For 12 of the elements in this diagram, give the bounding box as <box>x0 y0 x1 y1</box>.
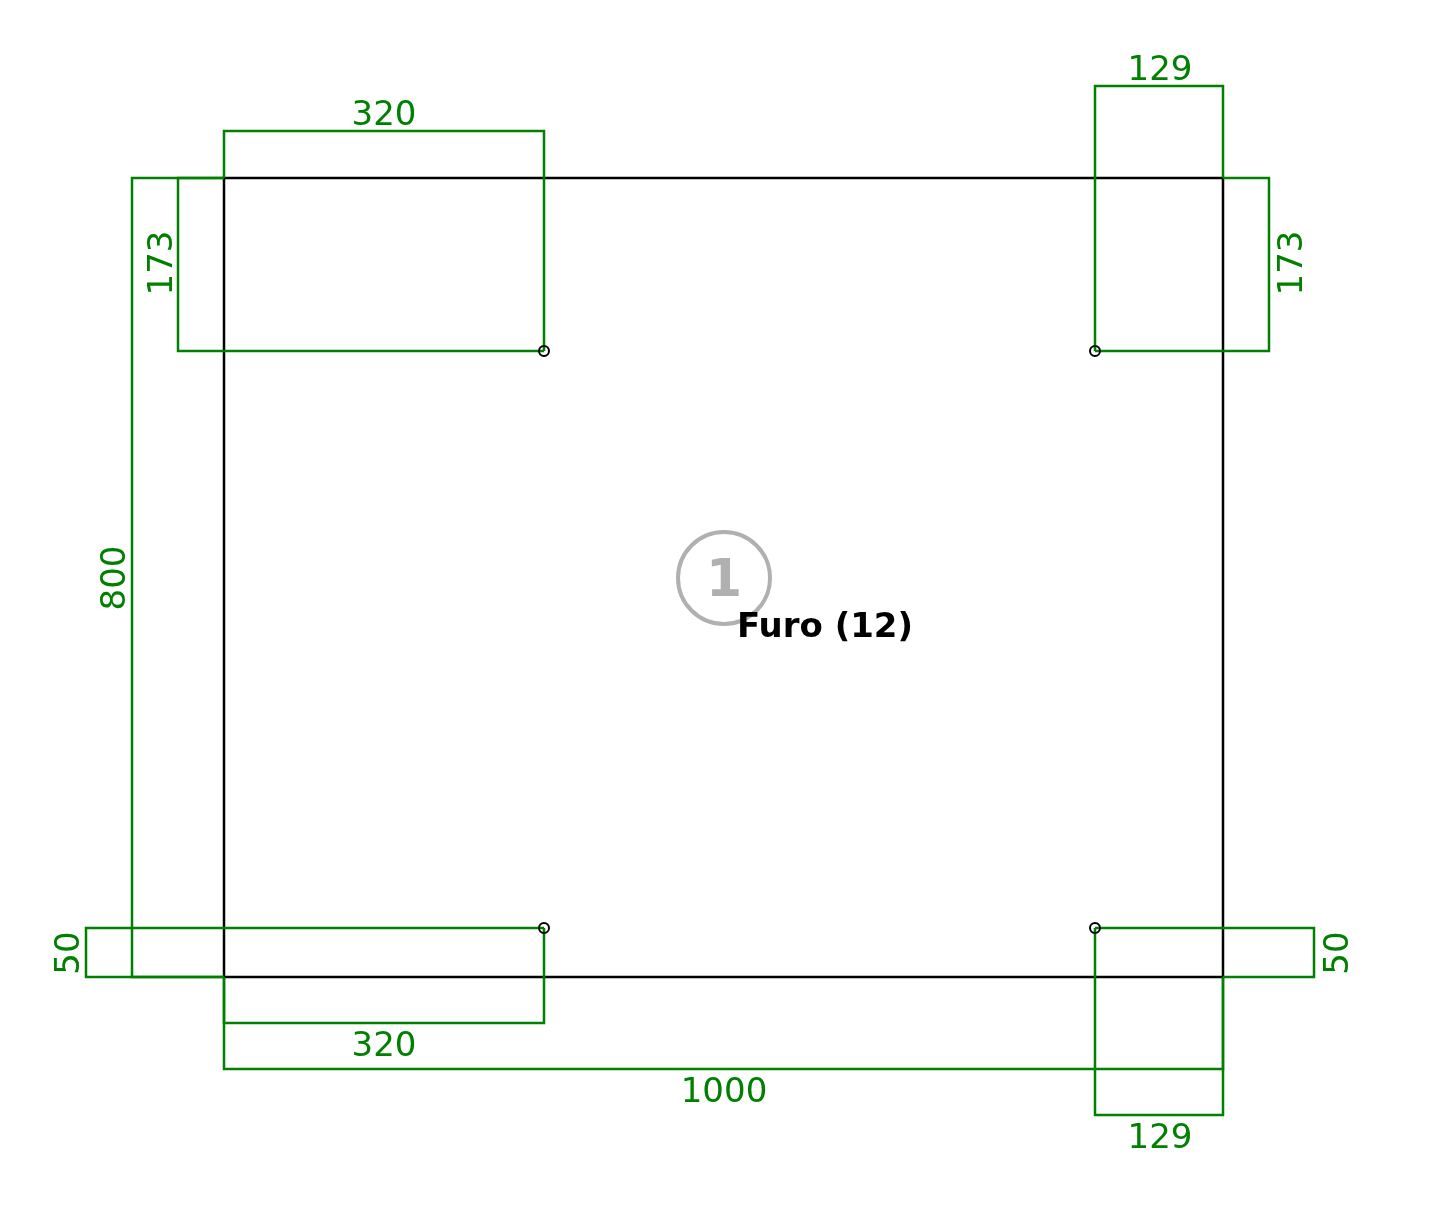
dimension-value: 50 <box>1319 931 1353 975</box>
dimension-value: 173 <box>143 230 177 296</box>
callout-number: 1 <box>705 552 743 604</box>
dimension-value: 129 <box>1127 1119 1193 1153</box>
note-text: Furo (12) <box>736 608 914 642</box>
dimension-value: 173 <box>1273 230 1307 296</box>
dimension-value: 1000 <box>680 1073 768 1107</box>
dimension-value: 50 <box>50 931 84 975</box>
dimension-value: 129 <box>1127 51 1193 85</box>
dimension-value: 320 <box>351 96 417 130</box>
dimension-value: 320 <box>351 1027 417 1061</box>
dimension-value: 800 <box>96 545 130 611</box>
